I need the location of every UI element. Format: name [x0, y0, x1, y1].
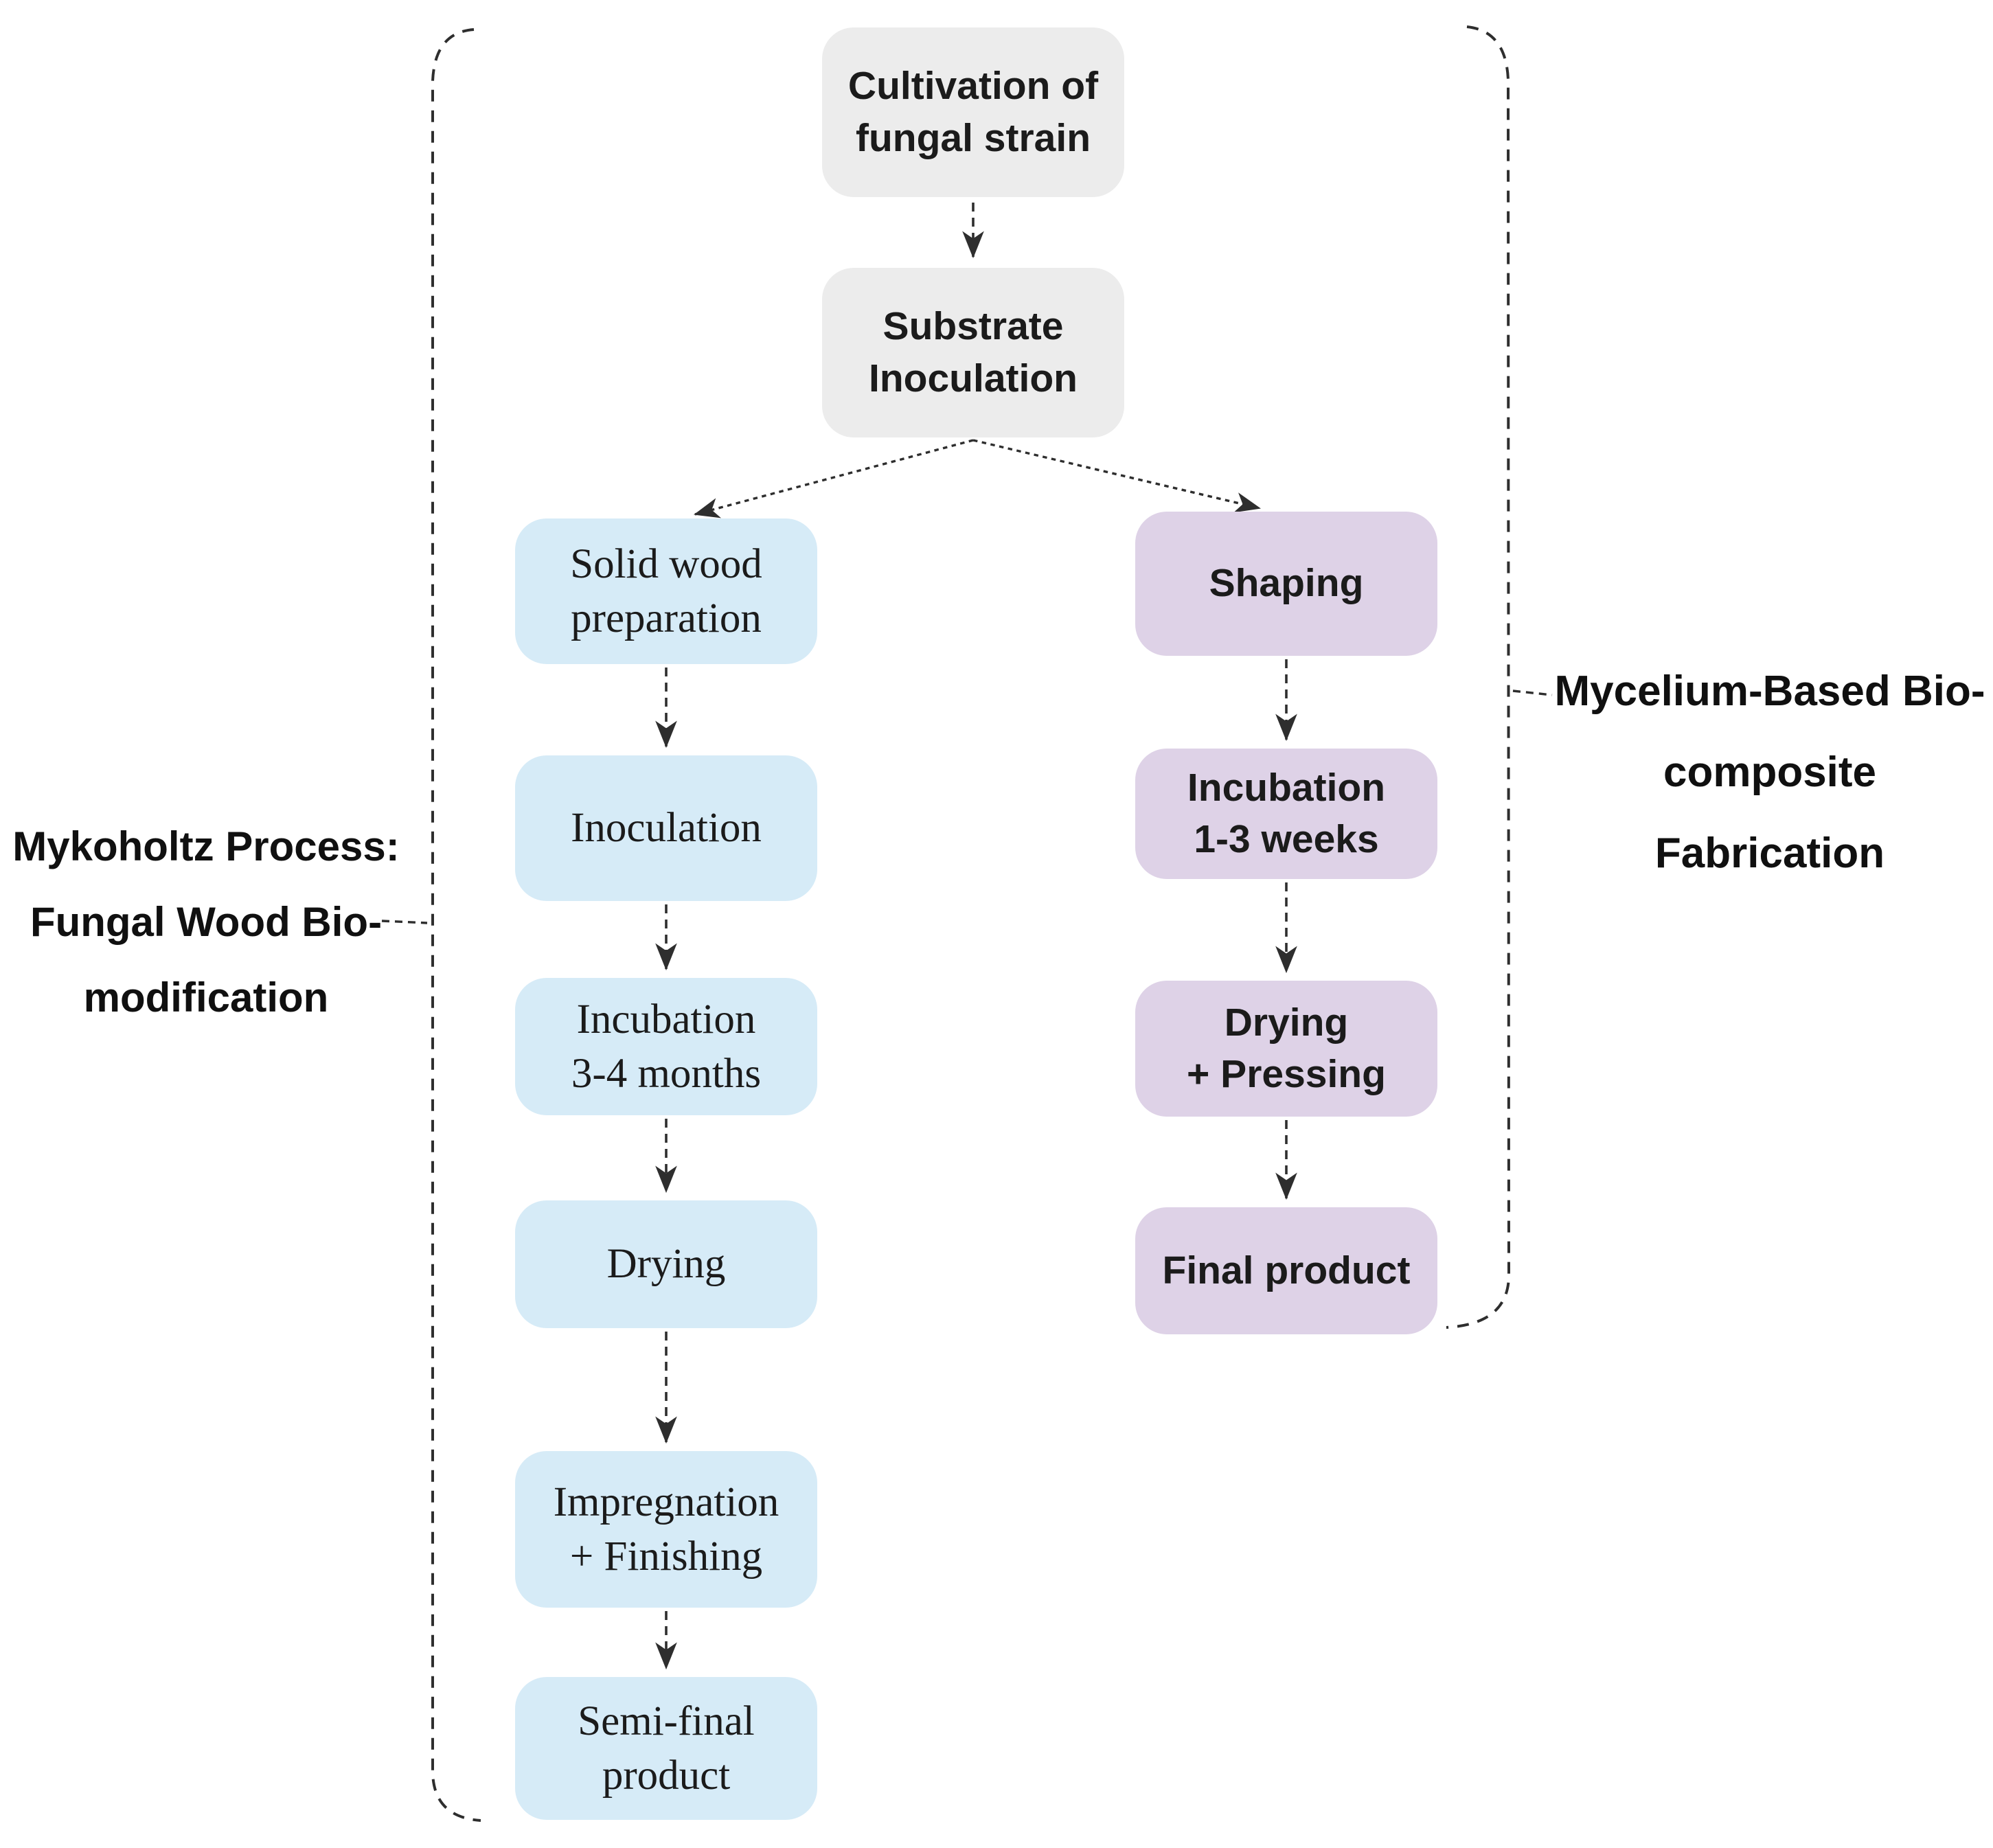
node-final-product: Final product	[1135, 1207, 1437, 1334]
node-label-line: fungal strain	[855, 115, 1091, 160]
node-shaping: Shaping	[1135, 512, 1437, 656]
label-line: Mykoholtz Process:	[12, 823, 400, 869]
label-mykoholtz-process: Mykoholtz Process: Fungal Wood Bio- modi…	[4, 809, 408, 1036]
node-inoculation: Inoculation	[515, 755, 817, 901]
node-semi-final-product: Semi-final product	[515, 1677, 817, 1820]
label-mycelium-biocomposite: Mycelium-Based Bio- composite Fabricatio…	[1547, 651, 1993, 894]
node-label-line: Drying	[1224, 1000, 1349, 1045]
node-incubation-3-4-months: Incubation 3-4 months	[515, 978, 817, 1115]
node-label-line: Impregnation	[553, 1479, 779, 1525]
node-incubation-1-3-weeks: Incubation 1-3 weeks	[1135, 749, 1437, 879]
node-label-line: Semi-final	[578, 1698, 755, 1744]
bracket-left	[431, 28, 481, 1822]
node-drying: Drying	[515, 1200, 817, 1328]
node-label-line: Incubation	[1187, 765, 1386, 810]
label-line: Mycelium-Based Bio-	[1554, 668, 1985, 715]
node-label-line: Shaping	[1209, 561, 1364, 606]
bracket-right	[1446, 25, 1511, 1329]
node-label-line: Final product	[1162, 1248, 1411, 1292]
label-line: modification	[83, 974, 329, 1020]
node-label-line: product	[602, 1753, 731, 1799]
node-solid-wood-preparation: Solid wood preparation	[515, 518, 817, 664]
label-line: composite Fabrication	[1654, 749, 1885, 877]
label-line: Fungal Wood Bio-	[30, 899, 383, 945]
node-label-line: Incubation	[576, 996, 756, 1042]
node-label-line: + Pressing	[1187, 1052, 1386, 1096]
node-label-line: Inoculation	[869, 356, 1078, 400]
node-label-line: Cultivation of	[847, 64, 1099, 109]
node-label-line: Drying	[606, 1241, 726, 1288]
node-label-line: 3-4 months	[571, 1051, 762, 1097]
node-label-line: Substrate	[882, 304, 1064, 349]
node-label-line: + Finishing	[569, 1533, 763, 1579]
node-label-line: Inoculation	[571, 805, 762, 852]
node-label-line: Solid wood	[570, 540, 762, 587]
node-drying-pressing: Drying + Pressing	[1135, 981, 1437, 1117]
node-substrate-inoculation: Substrate Inoculation	[822, 268, 1124, 437]
node-impregnation-finishing: Impregnation + Finishing	[515, 1451, 817, 1608]
arrow-substrate-to-solid-wood	[694, 439, 974, 518]
arrow-substrate-to-shaping	[972, 439, 1261, 513]
bracket-right-pointer	[1512, 689, 1553, 696]
node-cultivation-of-fungal-strain: Cultivation of fungal strain	[822, 27, 1124, 197]
node-label-line: preparation	[571, 595, 762, 641]
node-label-line: 1-3 weeks	[1194, 817, 1379, 861]
